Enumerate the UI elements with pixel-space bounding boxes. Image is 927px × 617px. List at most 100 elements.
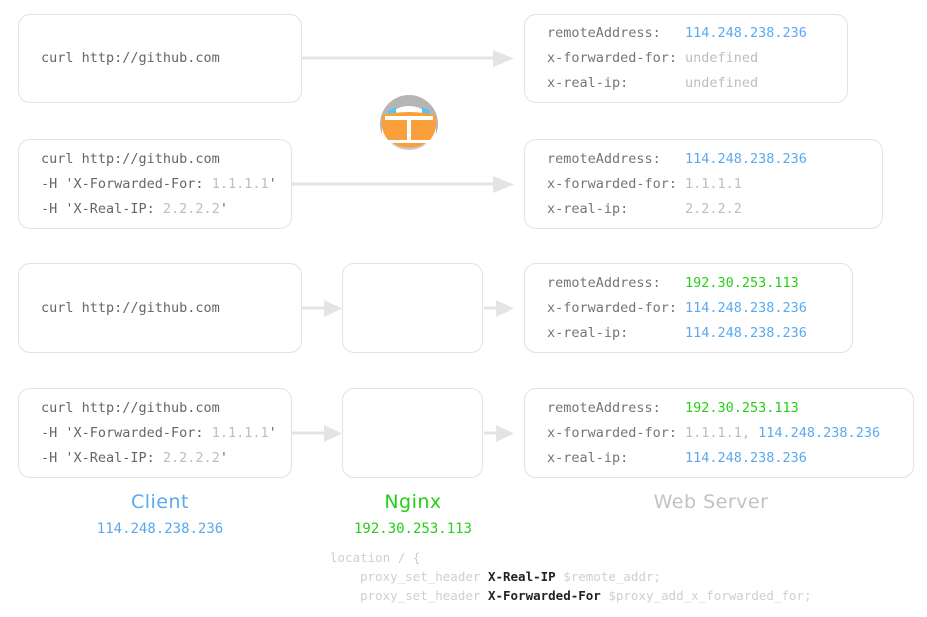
header-value-part: 192.30.253.113 [685,399,799,416]
config-line: location / { [330,548,812,567]
header-key: x-forwarded-for: [547,175,678,192]
config-text: $proxy_add_x_forwarded_for; [600,588,812,603]
nginx-proxy-box-3 [342,263,483,353]
client-request-lines-1: curl http://github.com [19,46,301,71]
header-key: remoteAddress: [547,399,661,416]
header-row: x-forwarded-for: 114.248.238.236 [547,296,852,321]
header-value: 192.30.253.113 [685,396,799,421]
code-text: ' [268,175,277,192]
header-value-part: 1.1.1.1, [685,424,759,441]
client-request-lines-4: curl http://github.com -H 'X-Forwarded-Fo… [19,396,291,471]
server-response-card-1: remoteAddress: 114.248.238.236 x-forwarded… [524,14,848,103]
header-key: x-real-ip: [547,75,629,91]
header-row: remoteAddress: 192.30.253.113 [547,271,852,296]
header-key: x-forwarded-for: [547,50,678,66]
client-request-card-4: curl http://github.com -H 'X-Forwarded-Fo… [18,388,292,478]
nginx-config-snippet: location / { proxy_set_header X-Real-IP $… [330,548,812,605]
code-text: curl http://github.com [41,50,220,66]
code-line: -H 'X-Real-IP: 2.2.2.2' [41,446,291,471]
header-value-part: 114.248.238.236 [685,25,807,41]
header-value-part: 114.248.238.236 [758,424,881,441]
code-text: ' [268,424,277,441]
column-ip-nginx: 192.30.253.113 [353,521,472,537]
code-text: -H 'X-Forwarded-For: [41,424,212,441]
column-ip-client: 114.248.238.236 [96,521,224,537]
header-value-part: 114.248.238.236 [685,299,807,316]
header-value: 114.248.238.236 [685,147,807,172]
code-text: -H 'X-Forwarded-For: [41,175,212,192]
header-value-part: 114.248.238.236 [685,150,807,167]
server-headers-3: remoteAddress: 192.30.253.113 x-forwarded-… [525,271,852,346]
nginx-proxy-box-4 [342,388,483,478]
config-text: location / { [330,550,421,565]
header-key: x-real-ip: [547,324,629,341]
client-request-lines-2: curl http://github.com-H 'X-Forwarded-Fo… [19,147,291,222]
header-value: undefined [685,46,758,71]
header-row: x-real-ip: undefined [547,71,847,96]
header-key: remoteAddress: [547,274,661,291]
code-line: curl http://github.com [41,396,291,421]
code-text: curl http://github.com [41,399,220,416]
column-label-client: Client [130,491,189,513]
server-response-card-3: remoteAddress: 192.30.253.113 x-forwarded-… [524,263,853,353]
header-row: remoteAddress: 192.30.253.113 [547,396,913,421]
client-request-card-3: curl http://github.com [18,263,302,353]
code-line: -H 'X-Forwarded-For: 1.1.1.1' [41,172,291,197]
code-line: -H 'X-Real-IP: 2.2.2.2' [41,197,291,222]
server-headers-1: remoteAddress: 114.248.238.236 x-forwarded… [525,21,847,96]
header-key: remoteAddress: [547,150,661,167]
code-value: 2.2.2.2 [162,200,220,217]
header-row: remoteAddress: 114.248.238.236 [547,21,847,46]
header-row: x-real-ip:2.2.2.2 [547,197,882,222]
code-text: -H 'X-Real-IP: [41,449,163,466]
header-value-part: 2.2.2.2 [685,200,742,217]
octocat-logo [376,93,442,160]
header-key: x-forwarded-for: [547,299,678,316]
header-value-part: 114.248.238.236 [685,449,807,466]
header-row: x-real-ip: 114.248.238.236 [547,321,852,346]
code-text: ' [219,200,228,217]
header-value: 114.248.238.236 [685,296,807,321]
header-value: 114.248.238.236 [685,21,807,46]
code-value: 1.1.1.1 [211,424,269,441]
server-response-card-2: remoteAddress: 114.248.238.236 x-forwarded… [524,139,883,229]
header-value-part: 192.30.253.113 [685,274,799,291]
header-value-part: undefined [685,75,759,91]
code-line: curl http://github.com [41,46,301,71]
header-value: 1.1.1.1 [685,172,742,197]
server-headers-2: remoteAddress: 114.248.238.236 x-forwarded… [525,147,882,222]
server-headers-4: remoteAddress: 192.30.253.113 x-forwarded-… [525,396,913,471]
config-text: proxy_set_header [360,588,488,603]
header-value: 114.248.238.236 [685,321,807,346]
config-text: proxy_set_header [360,569,488,584]
client-request-card-1: curl http://github.com [18,14,302,103]
header-value: undefined [685,71,758,96]
header-key: remoteAddress: [547,25,661,41]
header-key: x-forwarded-for: [547,424,678,441]
config-text: $remote_addr; [555,569,662,584]
code-line: -H 'X-Forwarded-For: 1.1.1.1' [41,421,291,446]
column-label-webserver: Web Server [653,491,769,513]
code-line: curl http://github.com [41,296,301,321]
code-text: curl http://github.com [41,299,220,316]
header-key: x-real-ip: [547,449,629,466]
header-value-part: 114.248.238.236 [685,324,807,341]
code-value: 1.1.1.1 [211,175,269,192]
header-value: 192.30.253.113 [685,271,799,296]
config-line: proxy_set_header X-Forwarded-For $proxy_… [330,586,812,605]
header-value-part: 1.1.1.1 [685,175,742,192]
header-row: x-forwarded-for: 1.1.1.1 [547,172,882,197]
header-row: x-real-ip: 114.248.238.236 [547,446,913,471]
column-label-nginx: Nginx [384,491,442,513]
server-response-card-4: remoteAddress: 192.30.253.113 x-forwarded-… [524,388,914,478]
code-value: 2.2.2.2 [162,449,220,466]
config-line: proxy_set_header X-Real-IP $remote_addr; [330,567,812,586]
header-value: 2.2.2.2 [685,197,742,222]
header-value: 1.1.1.1, 114.248.238.236 [685,421,880,446]
header-value-part: undefined [685,50,759,66]
header-row: x-forwarded-for: undefined [547,46,847,71]
code-text: ' [219,449,228,466]
header-row: remoteAddress: 114.248.238.236 [547,147,882,172]
